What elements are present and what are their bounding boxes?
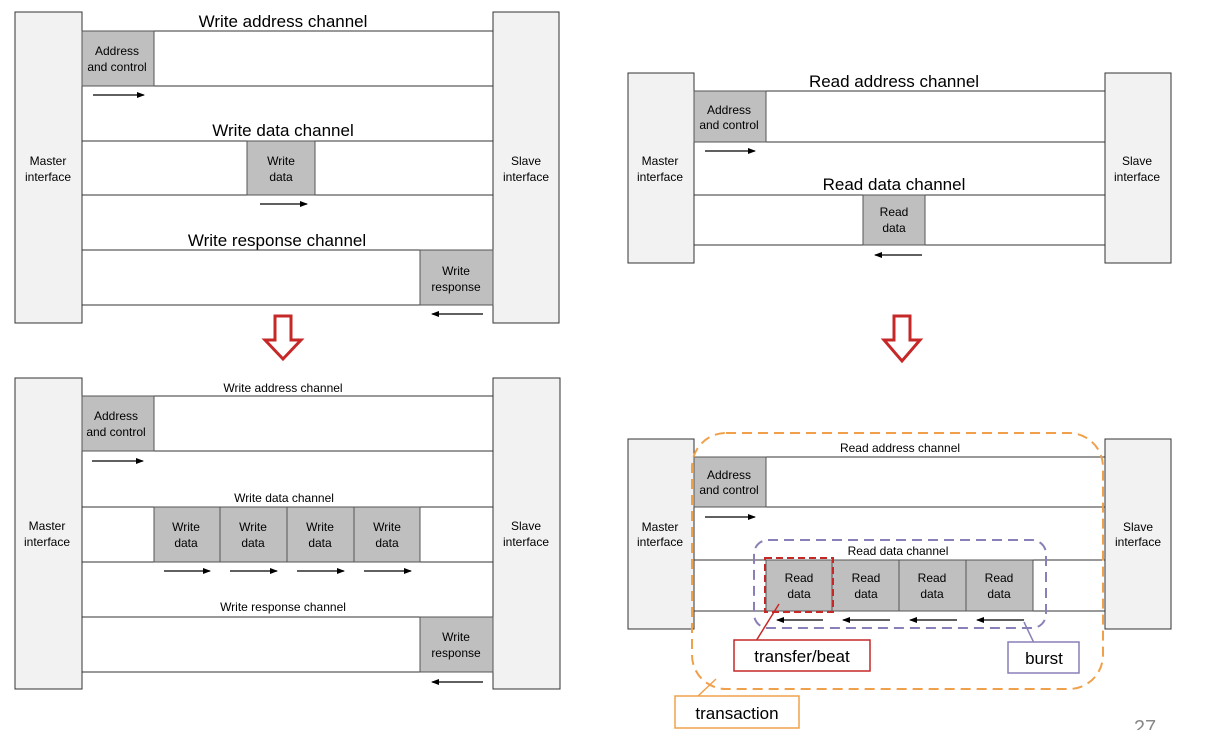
master-label-line2: interface — [24, 535, 70, 549]
transaction-boundary — [691, 432, 1104, 690]
down-arrow-icon — [880, 314, 924, 364]
write-data-box-line1: Write — [267, 154, 295, 168]
address-box-line2: and control — [699, 118, 758, 132]
transfer-pointer-line — [755, 603, 780, 642]
read-data-box-2-line1: Read — [852, 571, 881, 585]
write-response-channel-title: Write response channel — [220, 600, 346, 614]
transaction-pointer-line — [696, 678, 717, 698]
slave-label-line1: Slave — [511, 519, 541, 533]
master-label-line2: interface — [25, 170, 71, 184]
read-data-box-4-line1: Read — [985, 571, 1014, 585]
slave-label-line1: Slave — [511, 154, 541, 168]
master-label-line1: Master — [642, 154, 679, 168]
read-data-channel-title: Read data channel — [848, 544, 949, 558]
transaction-callout-box — [674, 695, 800, 729]
write-response-box-line2: response — [431, 646, 481, 660]
address-box-line2: and control — [86, 425, 145, 439]
read-data-box-4-line2: data — [987, 587, 1011, 601]
transfer-boundary — [764, 557, 834, 613]
read-data-box-3-line2: data — [920, 587, 944, 601]
read-data-box-line1: Read — [880, 205, 909, 219]
read-data-channel-title: Read data channel — [823, 175, 966, 194]
write-data-box-2-line1: Write — [239, 520, 267, 534]
slave-label-line2: interface — [503, 535, 549, 549]
address-box-line1: Address — [707, 103, 751, 117]
panel-read-before: Master interface Slave interface Read ad… — [627, 72, 1172, 264]
write-data-box-1-line1: Write — [172, 520, 200, 534]
slave-label-line2: interface — [503, 170, 549, 184]
write-data-box-3-line1: Write — [306, 520, 334, 534]
address-box-line2: and control — [699, 483, 758, 497]
master-label-line1: Master — [642, 520, 679, 534]
slave-label-line1: Slave — [1122, 154, 1152, 168]
transfer-callout-box — [733, 639, 871, 672]
address-box-line1: Address — [95, 44, 139, 58]
address-box-line1: Address — [707, 468, 751, 482]
page-number: 27 — [1134, 717, 1156, 730]
write-data-channel-title: Write data channel — [234, 491, 334, 505]
down-arrow-icon — [261, 314, 305, 362]
write-data-channel-title: Write data channel — [212, 121, 353, 140]
write-response-box-line2: response — [431, 280, 481, 294]
write-address-channel-title: Write address channel — [223, 381, 342, 395]
transaction-callout-label: transaction — [695, 704, 778, 723]
burst-callout-box — [1007, 641, 1080, 674]
read-data-box-line2: data — [882, 221, 906, 235]
read-data-box-1-line1: Read — [785, 571, 814, 585]
slave-label-line2: interface — [1115, 535, 1161, 549]
write-data-box-1-line2: data — [174, 536, 198, 550]
slave-label-line1: Slave — [1123, 520, 1153, 534]
burst-boundary — [753, 539, 1047, 629]
master-label-line2: interface — [637, 535, 683, 549]
write-data-box-2-line2: data — [241, 536, 265, 550]
panel-read-after: Master interface Slave interface Read ad… — [627, 438, 1172, 630]
write-response-box-line1: Write — [442, 630, 470, 644]
read-data-box-1-line2: data — [787, 587, 811, 601]
master-label-line2: interface — [637, 170, 683, 184]
write-data-box-3-line2: data — [308, 536, 332, 550]
write-response-channel-title: Write response channel — [188, 231, 366, 250]
burst-callout-label: burst — [1025, 649, 1063, 668]
panel-write-after: Master interface Slave interface Write a… — [14, 377, 561, 690]
read-data-box-2-line2: data — [854, 587, 878, 601]
write-data-box-line2: data — [269, 170, 293, 184]
master-label-line1: Master — [29, 519, 66, 533]
address-box-line2: and control — [87, 60, 146, 74]
address-box-line1: Address — [94, 409, 138, 423]
read-data-box-3-line1: Read — [918, 571, 947, 585]
transfer-callout-label: transfer/beat — [754, 647, 850, 666]
read-address-channel-title: Read address channel — [809, 72, 979, 91]
panel-write-before: Master interface Slave interface Write a… — [14, 11, 560, 324]
write-data-box-4-line1: Write — [373, 520, 401, 534]
write-address-channel-title: Write address channel — [199, 12, 368, 31]
write-response-box-line1: Write — [442, 264, 470, 278]
master-label-line1: Master — [30, 154, 67, 168]
slave-label-line2: interface — [1114, 170, 1160, 184]
read-address-channel-title: Read address channel — [840, 441, 960, 455]
burst-pointer-line — [1023, 621, 1035, 644]
write-data-box-4-line2: data — [375, 536, 399, 550]
